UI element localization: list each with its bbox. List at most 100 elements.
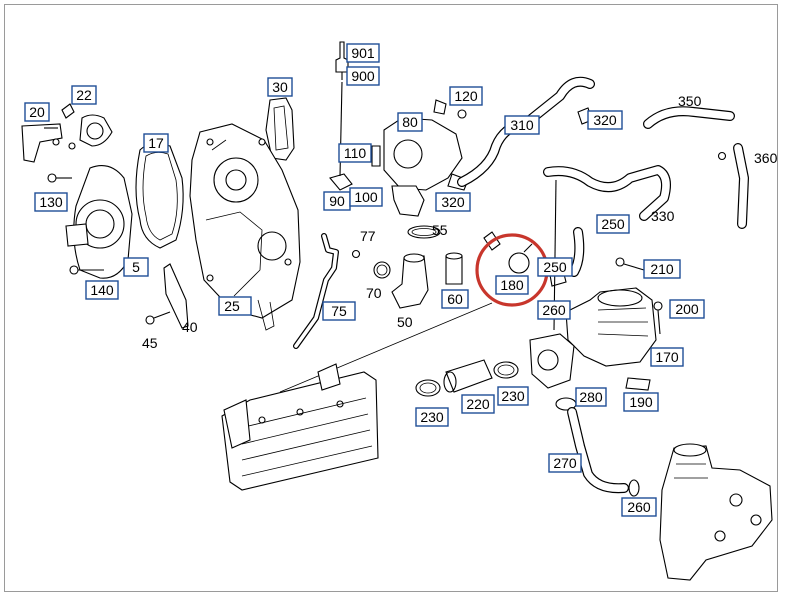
callout-5: 5 [123,257,149,277]
label-250-top: 250 [601,216,625,232]
pipe-part-75 [293,233,361,349]
callout-30: 30 [267,77,293,97]
callout-900: 900 [346,66,380,86]
callout-100: 100 [349,187,383,207]
egr-cooler [221,363,379,491]
pipe-part-50 [391,253,429,309]
callout-270: 270 [548,453,582,473]
label-20: 20 [29,104,45,120]
callout-200: 200 [669,299,705,319]
label-250-mid: 250 [543,259,567,275]
callout-60: 60 [441,289,469,309]
label-120: 120 [454,88,478,104]
label-360: 360 [754,150,778,166]
gasket-part-17 [135,143,184,249]
callout-75: 75 [322,301,356,321]
label-350: 350 [678,93,702,109]
label-280: 280 [579,389,603,405]
callout-220: 220 [461,394,495,414]
hose-part-350 [643,106,735,129]
label-40: 40 [182,319,198,335]
callout-110: 110 [338,143,372,163]
water-pump-part-5 [47,165,133,279]
label-901: 901 [351,45,375,61]
label-320-top: 320 [593,112,617,128]
label-70: 70 [366,285,382,301]
sensor-part-110 [329,81,381,191]
label-260-mid: 260 [542,302,566,318]
label-22: 22 [76,87,92,103]
callout-320a: 320 [587,110,623,130]
callout-labels: 901 900 22 20 30 120 80 310 320 17 110 1… [24,43,705,517]
bolt-part-140 [69,265,104,275]
callout-310: 310 [504,115,540,135]
diagram-frame [4,4,778,592]
hose-part-360 [717,143,749,229]
sleeve-part-190 [625,377,651,391]
label-80: 80 [402,114,418,130]
callout-120: 120 [449,86,483,106]
callout-140: 140 [85,280,119,300]
label-200: 200 [675,301,699,317]
label-55: 55 [432,222,448,238]
callout-250b: 250 [537,257,573,277]
label-75: 75 [331,303,347,319]
label-180: 180 [500,277,524,293]
label-110: 110 [344,145,367,161]
label-220: 220 [466,396,490,412]
callout-260b: 260 [621,497,657,517]
label-320-mid: 320 [441,194,465,210]
callout-320b: 320 [435,192,471,212]
label-170: 170 [655,349,679,365]
egr-valve-part-170 [529,287,657,389]
label-260-bottom: 260 [627,499,651,515]
callout-80: 80 [397,112,423,132]
hose-part-330 [543,165,671,221]
label-90: 90 [329,193,345,209]
plain-labels: 350 360 330 77 55 70 40 45 50 [142,93,778,351]
label-330: 330 [651,208,675,224]
label-100: 100 [354,189,378,205]
hose-part-270 [567,407,640,497]
label-50: 50 [397,314,413,330]
bolt-part-200 [653,301,663,335]
callout-230a: 230 [415,407,449,427]
label-130: 130 [39,194,63,210]
gasket-part-30 [265,97,295,161]
label-60: 60 [447,291,463,307]
callout-90: 90 [323,191,351,211]
callout-901: 901 [346,43,380,63]
label-140: 140 [90,282,114,298]
callout-17: 17 [143,133,169,153]
sleeve-part-220 [443,359,493,393]
oil-filter-housing [659,443,773,581]
label-270: 270 [553,455,577,471]
label-45: 45 [142,335,158,351]
callout-130: 130 [34,192,68,212]
label-17: 17 [148,135,164,151]
callout-280: 280 [575,387,607,407]
callout-250a: 250 [596,214,630,234]
bolt-part-45 [145,311,171,325]
label-900: 900 [351,68,375,84]
label-230-right: 230 [501,388,525,404]
label-5: 5 [132,259,140,275]
clamp-part-230 [415,361,519,397]
label-230-left: 230 [420,409,444,425]
callout-180: 180 [495,275,529,295]
front-cover-part-25 [189,123,301,331]
label-77: 77 [360,228,376,244]
callout-260a: 260 [537,300,571,320]
callout-20: 20 [24,102,50,122]
label-30: 30 [272,79,288,95]
label-25: 25 [224,298,240,314]
callout-25: 25 [218,296,252,316]
clamp-part-70 [373,261,391,279]
label-210: 210 [650,261,674,277]
outlet-pipe-part-20 [21,103,113,163]
callout-22: 22 [71,85,97,105]
callout-190: 190 [623,392,659,412]
plate-part-40 [163,263,189,329]
